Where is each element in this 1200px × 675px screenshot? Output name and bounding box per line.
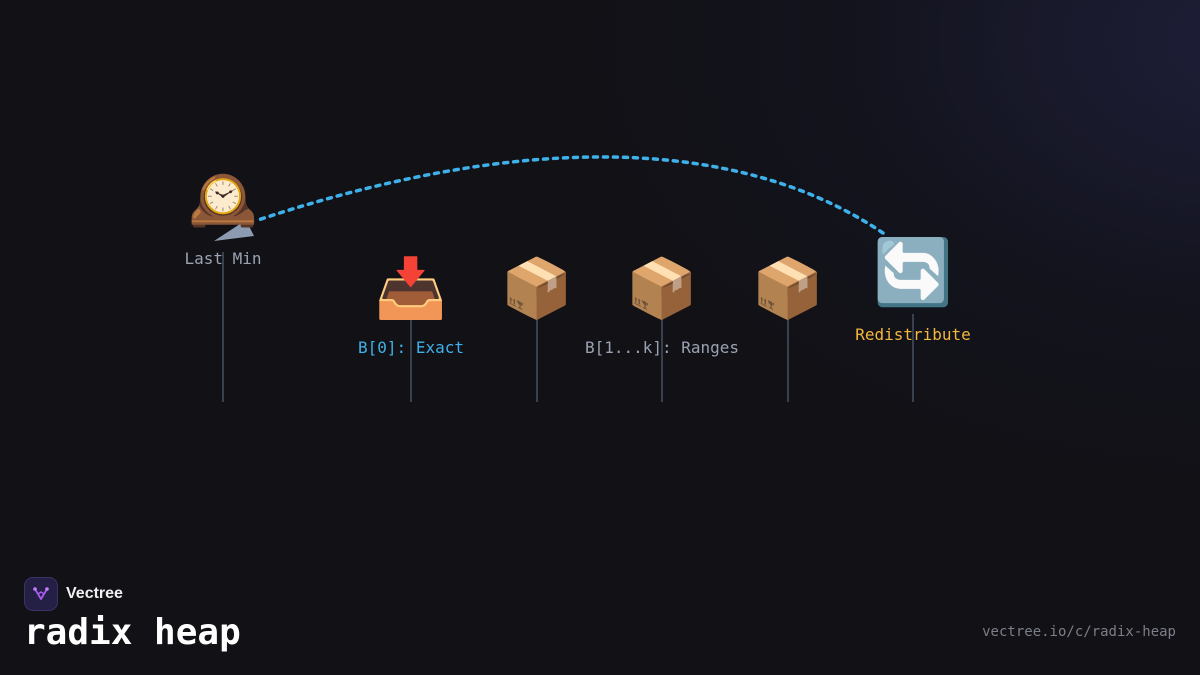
label-bucket-ranges: B[1...k]: Ranges [585,338,739,357]
label-bucket-0: B[0]: Exact [358,338,464,357]
mantelpiece-clock-icon: 🕰️ [188,167,258,232]
package-icon: 📦 [626,254,698,322]
package-icon: 📦 [501,254,573,322]
vectree-logo-icon [24,577,58,611]
footer-url[interactable]: vectree.io/c/radix-heap [982,624,1176,640]
counterclockwise-arrows-icon: 🔄 [873,236,953,310]
inbox-tray-icon: 📥 [375,254,447,322]
page-title: radix heap [24,612,241,653]
brand[interactable]: Vectree [24,577,123,611]
redistribute-arc [256,155,885,235]
brand-name: Vectree [66,585,123,602]
package-icon: 📦 [752,254,824,322]
label-last-min: Last Min [184,249,261,268]
arc-arrowhead [214,220,254,241]
label-redistribute: Redistribute [855,325,971,344]
